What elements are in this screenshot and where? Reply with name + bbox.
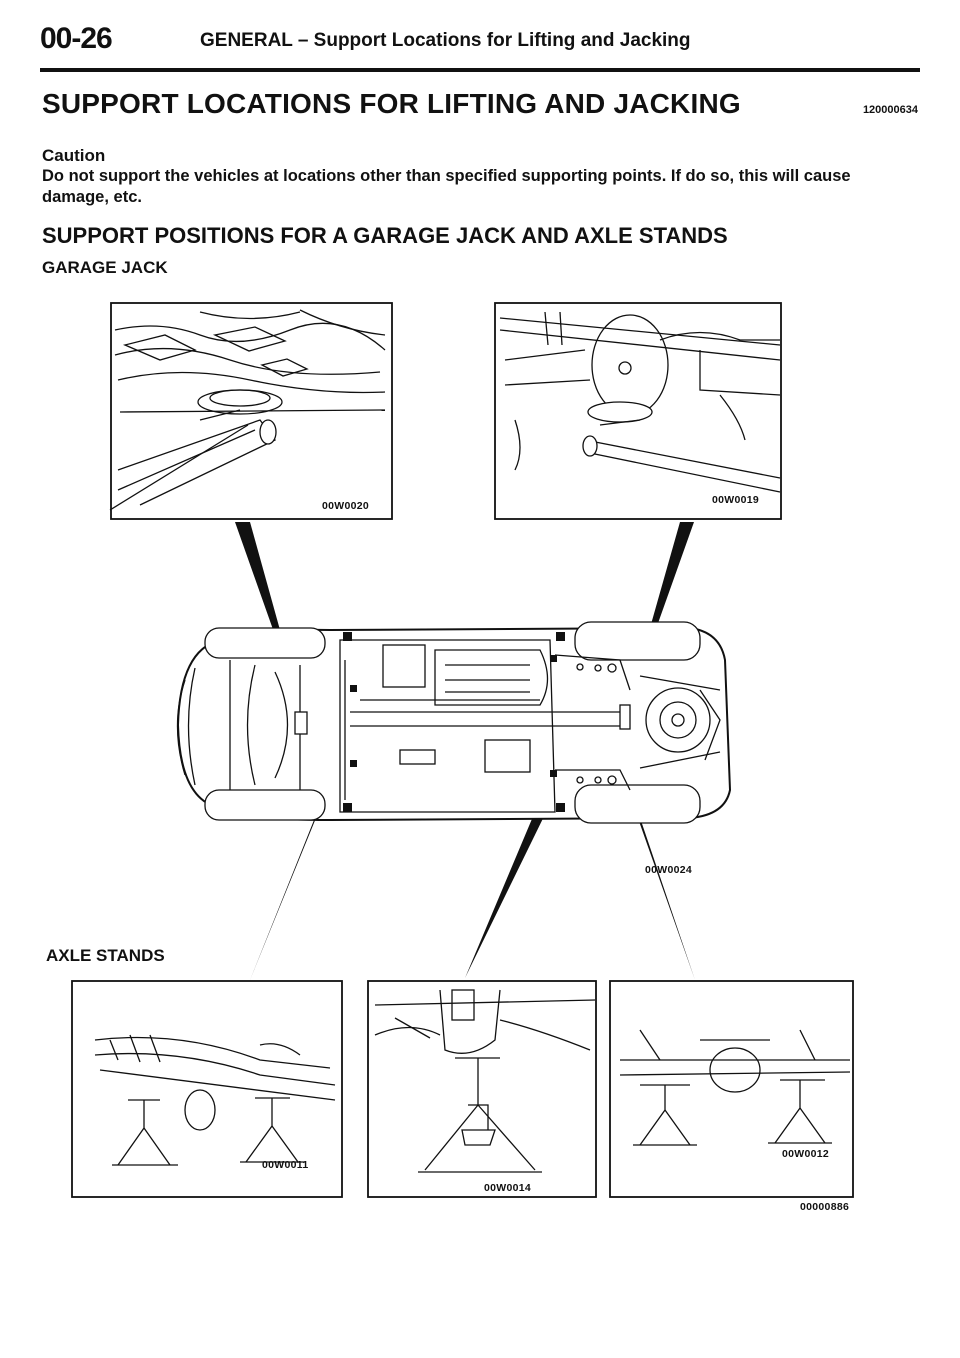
- header-rule: [40, 68, 920, 72]
- document-code: 120000634: [862, 104, 918, 116]
- axle-stands-label: AXLE STANDS: [46, 946, 165, 965]
- figure-code-overall: 00000886: [800, 1201, 850, 1213]
- figure-code-stand-right: 00W0012: [782, 1148, 830, 1160]
- figure-jack-front: [109, 302, 393, 520]
- pointer-stand-right: [628, 790, 695, 980]
- figure-code-underbody: 00W0024: [645, 864, 693, 876]
- page-number: 00-26: [40, 22, 113, 55]
- figure-code-jack-rear: 00W0019: [712, 494, 760, 506]
- page-header: 00-26 GENERAL – Support Locations for Li…: [40, 22, 920, 82]
- garage-jack-label: GARAGE JACK: [42, 258, 168, 277]
- section-title: SUPPORT POSITIONS FOR A GARAGE JACK AND …: [42, 223, 728, 248]
- figure-code-jack-front: 00W0020: [322, 500, 370, 512]
- figure-code-stand-center: 00W0014: [484, 1182, 532, 1194]
- figure-underbody: [176, 621, 732, 824]
- pointer-stand-center: [465, 788, 552, 978]
- figure-code-stand-left: 00W0011: [262, 1159, 309, 1171]
- caution-heading: Caution: [42, 146, 106, 165]
- figure-jack-rear: [494, 302, 782, 520]
- figure-stand-left: [71, 980, 343, 1198]
- figure-stand-right: [609, 980, 854, 1198]
- pointer-stand-left: [250, 800, 322, 980]
- caution-text: Do not support the vehicles at locations…: [42, 167, 851, 206]
- header-title: GENERAL – Support Locations for Lifting …: [200, 30, 691, 51]
- main-title: SUPPORT LOCATIONS FOR LIFTING AND JACKIN…: [42, 88, 741, 119]
- figure-stand-center: [367, 980, 597, 1198]
